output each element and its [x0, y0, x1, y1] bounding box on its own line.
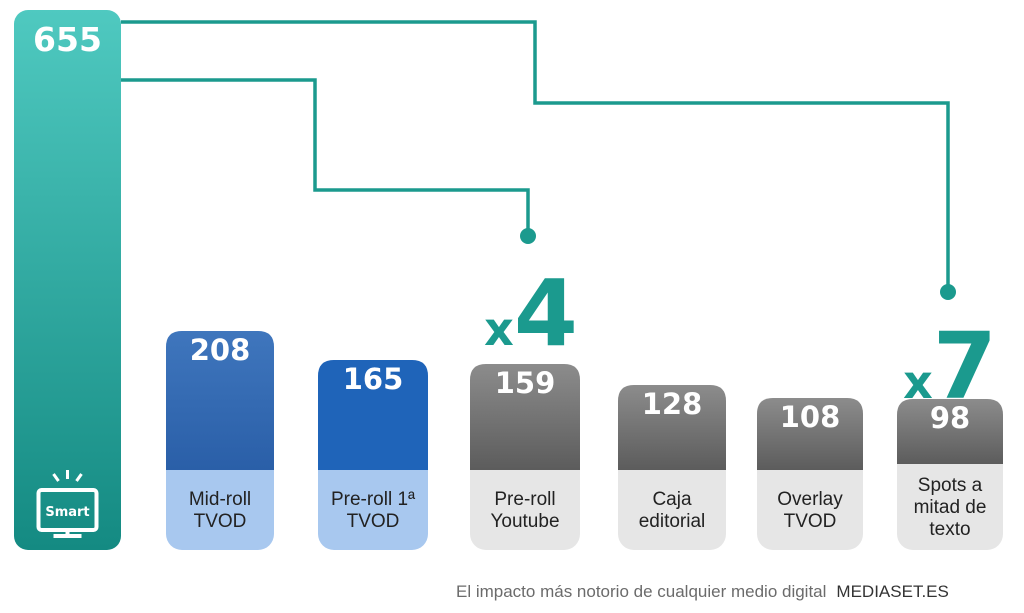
bar-label: TVOD — [784, 511, 837, 532]
bar-label: mitad de — [914, 497, 987, 518]
multiplier-label: x4 — [484, 260, 578, 367]
bar-label: TVOD — [194, 511, 247, 532]
bar-value: 98 — [930, 401, 970, 435]
bar-value: 108 — [780, 400, 841, 434]
connector-line — [121, 20, 950, 292]
bar-value: 159 — [495, 366, 556, 400]
footer-source: MEDIASET.ES — [836, 582, 949, 601]
smart-tv-icon: Smart — [36, 470, 99, 538]
footer: El impacto más notorio de cualquier medi… — [456, 582, 949, 602]
bar-label: Youtube — [490, 511, 559, 532]
connector-line — [121, 78, 530, 236]
bar-label: Overlay — [777, 489, 843, 510]
bar-label: Pre-roll — [494, 489, 555, 510]
bar-label: Mid-roll — [189, 489, 251, 510]
bar-label: texto — [929, 519, 970, 540]
bar-label: Spots a — [918, 475, 983, 496]
bar-1: Smart 655 — [14, 10, 121, 550]
bar-fill — [757, 398, 863, 470]
bar-fill — [318, 360, 428, 470]
bar-fill — [14, 10, 121, 550]
bar-fill — [618, 385, 726, 470]
connector-dot — [520, 228, 536, 244]
bar-value: 165 — [343, 362, 404, 396]
footer-tagline: El impacto más notorio de cualquier medi… — [456, 582, 827, 601]
bar-label: TVOD — [347, 511, 400, 532]
bar-label: Smart — [45, 505, 89, 520]
bar-value: 655 — [33, 20, 102, 59]
bar-label: Pre-roll 1ª — [331, 489, 416, 510]
bar-fill — [470, 364, 580, 470]
bar-label: Caja — [652, 489, 692, 510]
connector-dot — [940, 284, 956, 300]
bar-fill — [166, 331, 274, 470]
bar-value: 128 — [642, 387, 703, 421]
bar-value: 208 — [190, 333, 251, 367]
bar-fill — [897, 399, 1003, 464]
bar-label: editorial — [639, 511, 706, 532]
multiplier-label: x7 — [903, 313, 997, 420]
